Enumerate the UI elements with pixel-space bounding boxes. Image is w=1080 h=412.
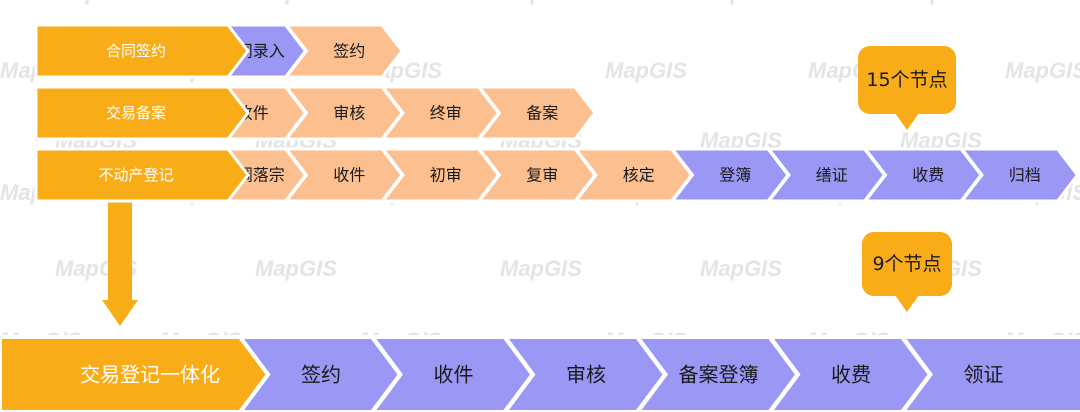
- node-count-label-top: 15个节点: [866, 68, 948, 91]
- step-label: 备案: [526, 104, 558, 123]
- integrated-step-label: 审核: [566, 363, 606, 387]
- step-label: 收费: [912, 166, 944, 185]
- row-header-label: 不动产登记: [98, 166, 173, 184]
- node-count-callout-bottom: 9个节点: [862, 232, 952, 312]
- step-label: 签约: [333, 42, 365, 61]
- integrated-step-label: 领证: [964, 363, 1004, 387]
- row-header-label: 交易备案: [106, 104, 166, 122]
- row-header-filing: [34, 85, 250, 141]
- step-label: 收件: [333, 166, 365, 185]
- integrated-step-label: 备案登簿: [679, 363, 759, 387]
- step-label: 核定: [623, 166, 655, 185]
- step-label: 复审: [526, 166, 558, 185]
- step-label: 审核: [333, 104, 365, 123]
- integrated-step-label: 收费: [831, 363, 871, 387]
- row-header-registration: [34, 147, 250, 203]
- step-label: 初审: [430, 166, 462, 185]
- step-label: 归档: [1009, 166, 1041, 185]
- row-header-label: 合同签约: [106, 42, 166, 60]
- merge-down-arrow: [102, 196, 138, 326]
- step-label: 缮证: [816, 166, 848, 185]
- integrated-header-label: 交易登记一体化: [80, 363, 220, 387]
- node-count-callout-top: 15个节点: [858, 46, 956, 130]
- integrated-step-label: 签约: [301, 363, 341, 387]
- row-header-contract: [34, 23, 250, 79]
- step-label: 终审: [430, 104, 462, 123]
- integrated-header: [0, 335, 271, 412]
- step-label: 登簿: [719, 166, 751, 185]
- node-count-label-bottom: 9个节点: [872, 252, 942, 275]
- integrated-step-label: 收件: [434, 363, 474, 387]
